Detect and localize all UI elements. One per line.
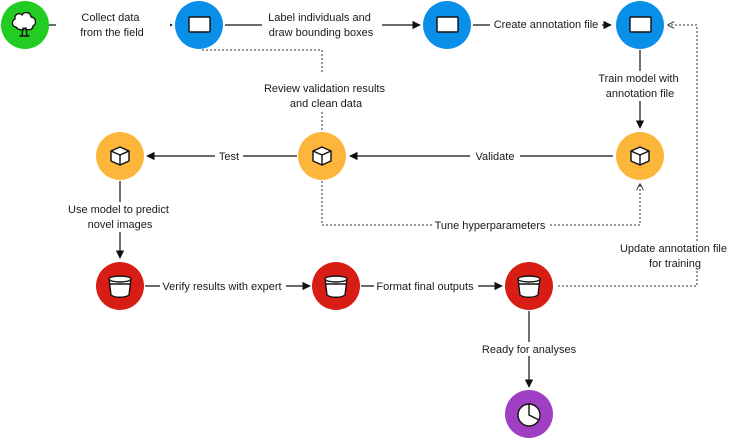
label-train-model: Train model with annotation file — [598, 73, 681, 100]
image-frame-icon — [436, 16, 459, 33]
label-bg-format — [374, 279, 478, 293]
image-frame-icon — [188, 16, 211, 33]
label-test: Test — [219, 151, 239, 163]
label-bg-create — [490, 17, 602, 32]
node-collect — [1, 1, 49, 49]
bucket-icon — [108, 275, 132, 298]
label-bg-ready — [480, 342, 578, 356]
label-label-individuals: Label individuals and draw bounding boxe… — [268, 12, 374, 39]
cube-icon — [110, 146, 130, 166]
label-bg-label — [262, 10, 382, 40]
label-tune-hyperparameters: Tune hyperparameters — [435, 220, 546, 232]
tree-icon — [11, 11, 37, 37]
node-format — [505, 262, 553, 310]
node-validate — [616, 132, 664, 180]
label-bg-use-model — [64, 202, 176, 232]
label-bg-collect — [56, 10, 170, 40]
label-bg-validate — [470, 149, 520, 163]
image-frame-icon — [629, 16, 652, 33]
label-verify-results: Verify results with expert — [162, 281, 281, 293]
label-format-outputs: Format final outputs — [376, 281, 474, 293]
pie-chart-icon — [517, 403, 541, 427]
cube-icon — [630, 146, 650, 166]
bucket-icon — [324, 275, 348, 298]
label-ready-for-analyses: Ready for analyses — [482, 344, 577, 356]
label-update-annotation: Update annotation file for training — [620, 243, 730, 270]
node-review — [298, 132, 346, 180]
label-bg-update — [616, 241, 730, 271]
node-predict — [96, 262, 144, 310]
edge-review-tune-to-validate — [321, 181, 640, 226]
label-bg-review — [258, 81, 388, 111]
edge-format-update-to-train — [558, 25, 698, 287]
label-bg-test — [215, 149, 243, 163]
node-ready — [505, 390, 553, 438]
label-bg-tune — [432, 218, 550, 232]
node-label — [175, 1, 223, 49]
node-create — [423, 1, 471, 49]
label-use-model: Use model to predict novel images — [68, 204, 172, 231]
node-verify — [312, 262, 360, 310]
node-test — [96, 132, 144, 180]
edge-review-to-label — [201, 49, 323, 130]
label-bg-train — [590, 71, 690, 101]
label-bg-verify — [160, 279, 286, 293]
cube-icon — [312, 146, 332, 166]
label-validate: Validate — [476, 151, 515, 163]
node-train — [616, 1, 664, 49]
label-review-validation: Review validation results and clean data — [264, 83, 388, 110]
label-create-annotation: Create annotation file — [494, 19, 599, 31]
label-collect-data: Collect data from the field — [80, 12, 144, 39]
bucket-icon — [517, 275, 541, 298]
